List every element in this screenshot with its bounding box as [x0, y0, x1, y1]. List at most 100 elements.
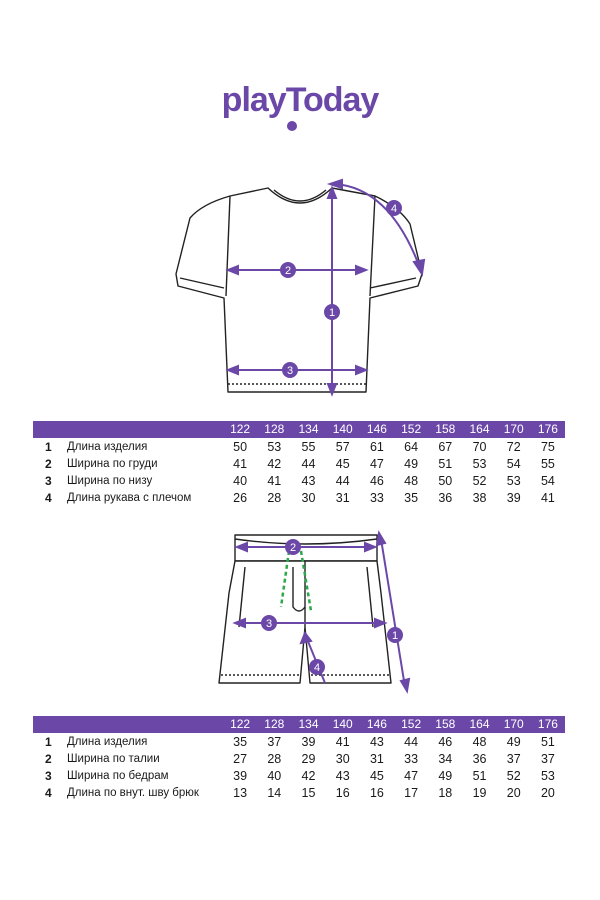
- row-label: Ширина по груди: [67, 457, 158, 470]
- table-cell: 30: [301, 490, 316, 505]
- svg-text:1: 1: [392, 630, 398, 642]
- table-cell: 46: [369, 473, 384, 488]
- table-cell: 45: [335, 456, 350, 471]
- row-label: Ширина по талии: [67, 752, 160, 765]
- marker-3: [261, 615, 277, 631]
- table-cell: 41: [267, 473, 282, 488]
- table-cell: 13: [233, 785, 248, 800]
- table-cell: 39: [301, 734, 316, 749]
- table-cell: 31: [369, 751, 384, 766]
- size-col: 128: [264, 717, 285, 731]
- svg-text:1: 1: [329, 307, 335, 319]
- row-number: 3: [45, 473, 52, 488]
- table-cell: 46: [438, 734, 453, 749]
- table-cell: 37: [506, 751, 521, 766]
- table-cell: 53: [267, 439, 282, 454]
- table-cell: 36: [438, 490, 453, 505]
- table-cell: 28: [267, 751, 282, 766]
- table-cell: 53: [540, 768, 555, 783]
- svg-text:3: 3: [266, 618, 272, 630]
- table-cell: 18: [438, 785, 453, 800]
- table-cell: 15: [301, 785, 316, 800]
- table-cell: 49: [404, 456, 419, 471]
- table-cell: 40: [233, 473, 248, 488]
- table-cell: 43: [369, 734, 384, 749]
- table-cell: 26: [233, 490, 248, 505]
- row-label: Длина изделия: [67, 735, 148, 748]
- marker-1: [324, 304, 340, 320]
- table-cell: 43: [301, 473, 316, 488]
- table-cell: 29: [301, 751, 316, 766]
- row-label: Длина по внут. шву брюк: [67, 786, 199, 799]
- table-cell: 40: [267, 768, 282, 783]
- table-cell: 43: [335, 768, 350, 783]
- playtoday-logo: playToday: [222, 81, 380, 131]
- logo-dot: [287, 121, 297, 131]
- svg-text:3: 3: [287, 365, 293, 377]
- tshirt-diagram: 1 2 3 4: [175, 178, 426, 397]
- shorts-size-table: 122 128 134 140 146 152 158 164 170 176 …: [33, 716, 565, 801]
- table-cell: 28: [267, 490, 282, 505]
- size-col: 146: [366, 717, 387, 731]
- table-cell: 33: [369, 490, 384, 505]
- table-cell: 61: [369, 439, 384, 454]
- table-cell: 48: [404, 473, 419, 488]
- marker-2: [285, 539, 301, 555]
- table-cell: 45: [369, 768, 384, 783]
- table-cell: 16: [335, 785, 350, 800]
- table-cell: 19: [472, 785, 487, 800]
- table-cell: 64: [404, 439, 419, 454]
- table-cell: 37: [540, 751, 555, 766]
- table-cell: 54: [506, 456, 521, 471]
- table-cell: 38: [472, 490, 487, 505]
- svg-text:4: 4: [391, 203, 397, 215]
- marker-2: [280, 262, 296, 278]
- table-cell: 75: [540, 439, 555, 454]
- table-cell: 41: [335, 734, 350, 749]
- size-col: 164: [469, 717, 490, 731]
- svg-text:2: 2: [290, 542, 296, 554]
- size-col: 152: [401, 422, 422, 436]
- table-cell: 27: [233, 751, 248, 766]
- table-cell: 53: [506, 473, 521, 488]
- size-col: 164: [469, 422, 490, 436]
- table-cell: 51: [438, 456, 453, 471]
- size-col: 134: [298, 717, 319, 731]
- table-cell: 30: [335, 751, 350, 766]
- table-cell: 39: [506, 490, 521, 505]
- tshirt-size-table: 122 128 134 140 146 152 158 164 170 176 …: [33, 421, 565, 506]
- table-cell: 51: [472, 768, 487, 783]
- svg-text:2: 2: [285, 265, 291, 277]
- size-col: 158: [435, 717, 456, 731]
- table-cell: 47: [369, 456, 384, 471]
- row-label: Ширина по бедрам: [67, 769, 169, 782]
- table-cell: 52: [506, 768, 521, 783]
- table-cell: 42: [267, 456, 282, 471]
- row-number: 2: [45, 751, 52, 766]
- table-cell: 49: [438, 768, 453, 783]
- table-cell: 50: [438, 473, 453, 488]
- row-number: 4: [45, 785, 52, 800]
- size-col: 122: [230, 717, 251, 731]
- table-header: 122 128 134 140 146 152 158 164 170 176: [33, 716, 565, 733]
- size-col: 176: [537, 717, 558, 731]
- table-cell: 31: [335, 490, 350, 505]
- table-cell: 49: [506, 734, 521, 749]
- table-cell: 54: [540, 473, 555, 488]
- table-cell: 53: [472, 456, 487, 471]
- table-cell: 48: [472, 734, 487, 749]
- marker-3: [282, 362, 298, 378]
- table-cell: 44: [404, 734, 419, 749]
- table-cell: 55: [540, 456, 555, 471]
- table-cell: 33: [404, 751, 419, 766]
- table-cell: 72: [506, 439, 521, 454]
- table-cell: 42: [301, 768, 316, 783]
- size-col: 170: [503, 422, 524, 436]
- table-cell: 20: [540, 785, 555, 800]
- row-label: Ширина по низу: [67, 474, 153, 487]
- table-cell: 44: [301, 456, 316, 471]
